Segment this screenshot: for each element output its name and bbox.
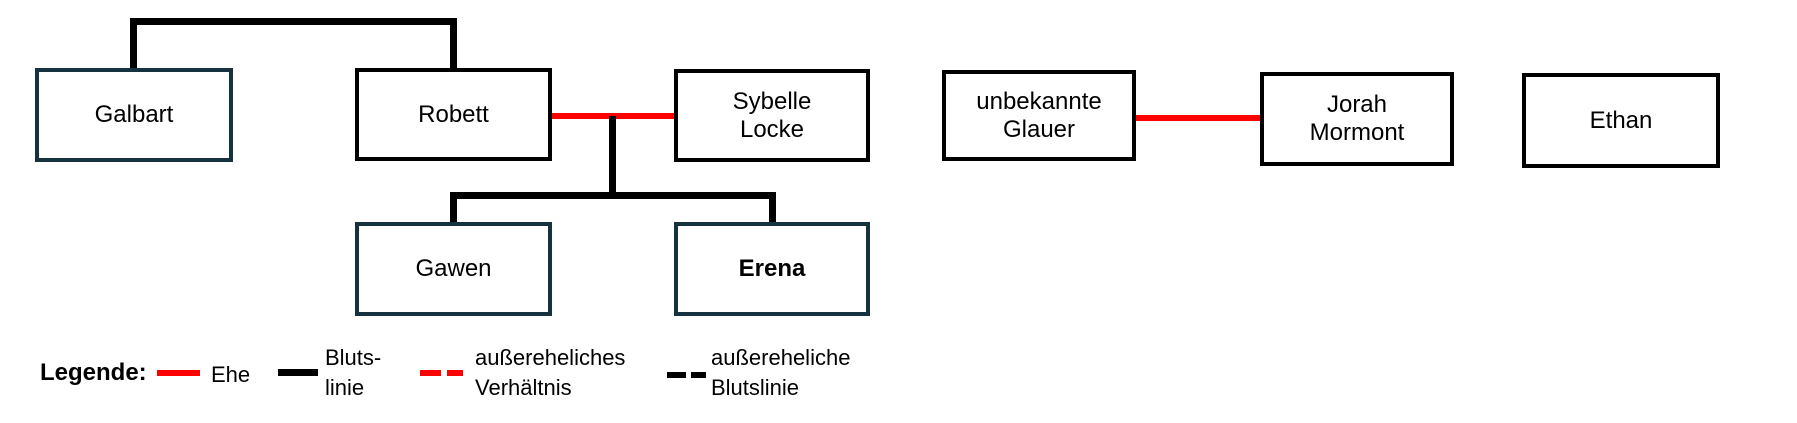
node-label-line2: Glauer <box>1002 115 1076 143</box>
node-jorah-mormont: Jorah Mormont <box>1260 72 1454 166</box>
sibling-bloodline-connector-top <box>130 18 457 25</box>
legend-title: Legende: <box>40 359 147 386</box>
node-robett: Robett <box>355 68 552 161</box>
node-label-line1: Jorah <box>1326 91 1388 118</box>
node-gawen: Gawen <box>355 222 552 316</box>
node-unbekannte-glauer: unbekannte Glauer <box>942 70 1136 161</box>
node-label: Gawen <box>415 255 492 282</box>
node-label-line1: unbekannte <box>976 87 1102 115</box>
legend-label-ehe: Ehe <box>211 362 251 387</box>
node-label-line1: Sybelle <box>732 87 812 115</box>
node-ethan: Ethan <box>1522 73 1720 168</box>
node-galbart: Galbart <box>35 68 233 162</box>
node-label-line2: Mormont <box>1309 119 1405 146</box>
black-dash-icon <box>691 372 706 378</box>
red-dash-icon <box>420 370 441 376</box>
children-bloodline-bar <box>450 192 776 199</box>
child-connector-erena <box>769 192 776 222</box>
legend-swatch-illegitimate-bloodline-icon <box>667 372 706 378</box>
legend-label-blutslinie: Bluts- linie <box>325 345 382 400</box>
legend-swatch-bloodline-icon <box>278 369 318 376</box>
children-drop-connector <box>609 116 616 195</box>
legend-swatch-marriage-icon <box>157 370 200 376</box>
node-label: Erena <box>738 255 806 282</box>
legend-label-aussereheliches-verhaeltnis: außereheliches Verhältnis <box>475 345 626 400</box>
black-dash-icon <box>667 372 686 378</box>
legend-swatch-affair-icon <box>420 370 463 376</box>
node-label: Galbart <box>94 101 174 128</box>
red-dash-icon <box>447 370 463 376</box>
node-label-line2: Locke <box>739 115 805 143</box>
child-connector-gawen <box>450 192 457 222</box>
marriage-line-glauer-jorah <box>1136 115 1260 121</box>
node-label: Ethan <box>1589 106 1653 134</box>
node-erena: Erena <box>674 222 870 316</box>
sibling-bloodline-connector-right <box>450 18 457 68</box>
sibling-bloodline-connector-left <box>130 18 137 68</box>
node-sybelle-locke: Sybelle Locke <box>674 69 870 162</box>
legend-label-aussereheliche-blutslinie: außereheliche Blutslinie <box>711 345 851 400</box>
node-label: Robett <box>418 100 489 128</box>
